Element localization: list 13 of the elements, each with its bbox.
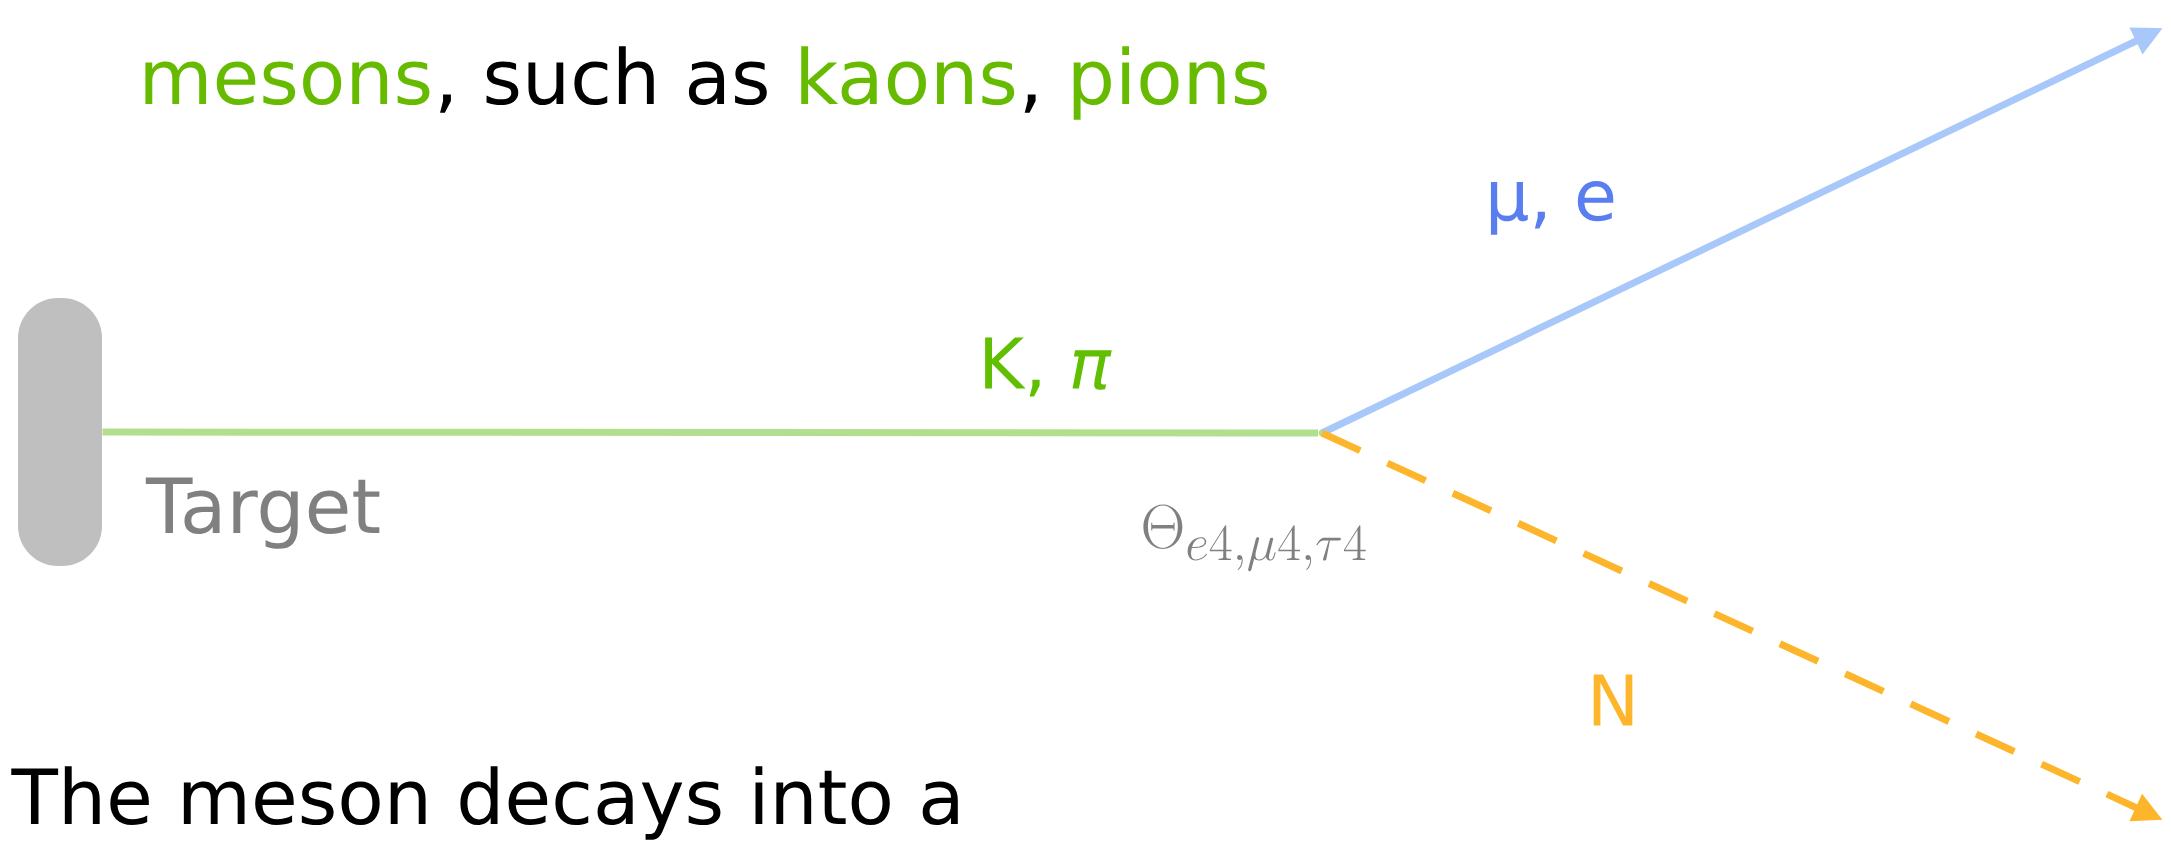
line	[102, 428, 1319, 437]
text: ,	[1024, 94, 1036, 113]
text: pions	[1073, 46, 1267, 120]
text: , such as	[440, 46, 767, 113]
edge-label: N	[1584, 672, 1642, 729]
text: The meson decays into a	[11, 766, 958, 840]
mixing-angle-formula: $\Theta_{e4,\mu4,\tau4}$	[1143, 504, 1366, 572]
edge-label: K, π	[975, 334, 1115, 400]
text: mesons	[145, 61, 430, 106]
target-bar	[18, 298, 102, 566]
text: kaons	[801, 46, 1015, 106]
target-label: Target	[145, 477, 380, 549]
edge-label: μ, e	[1482, 178, 1620, 238]
